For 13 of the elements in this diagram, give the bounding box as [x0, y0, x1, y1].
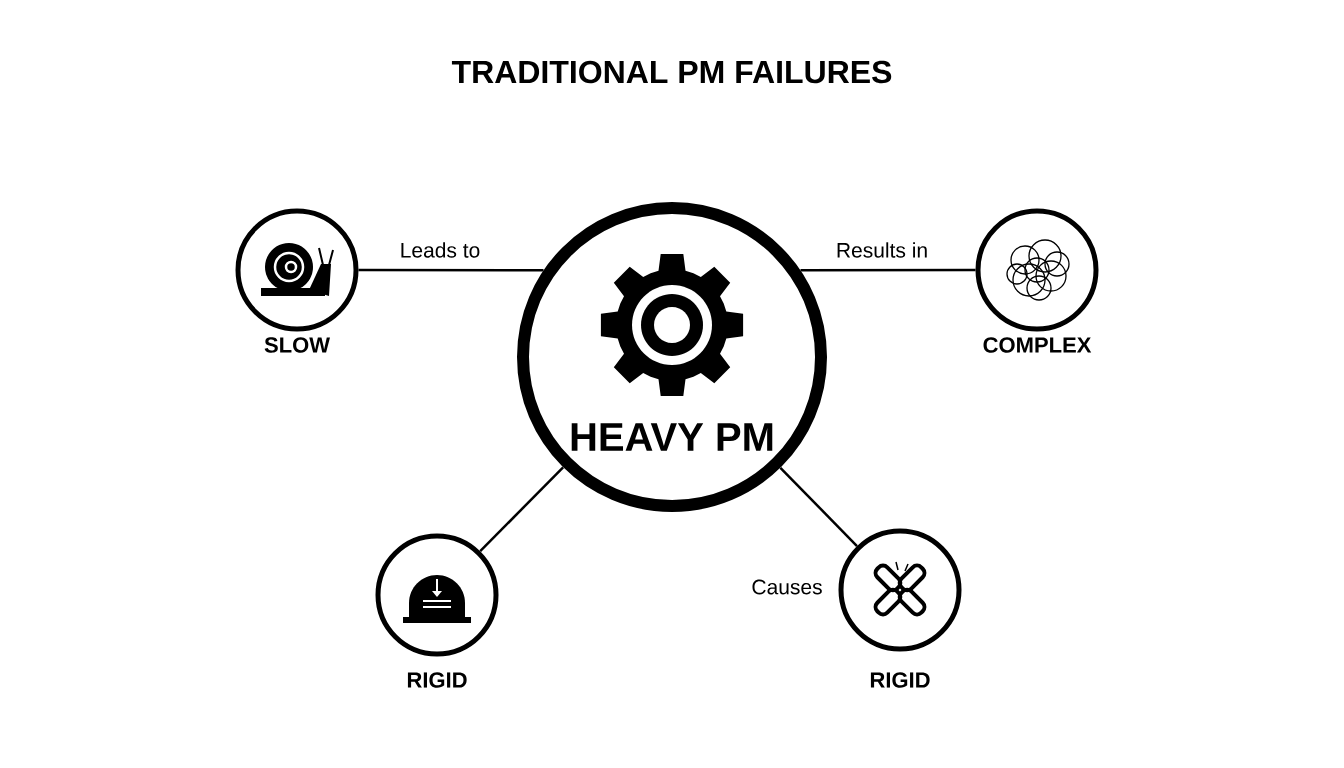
node-label: COMPLEX: [983, 337, 1092, 353]
connector-line: [358, 268, 544, 272]
edge-label: Leads to: [397, 240, 483, 260]
connector-line: [779, 466, 858, 547]
title: TRADITIONAL PM FAILURES: [451, 60, 892, 84]
edge-label: Results in: [833, 240, 931, 260]
node-label: HEAVY PM: [571, 423, 773, 451]
connector-line: [800, 268, 976, 272]
node-label: RIGID: [407, 672, 467, 688]
node-label: RIGID: [870, 672, 930, 688]
node-label: SLOW: [264, 337, 330, 353]
connector-line: [479, 466, 564, 553]
edge-label: Causes: [749, 577, 825, 597]
